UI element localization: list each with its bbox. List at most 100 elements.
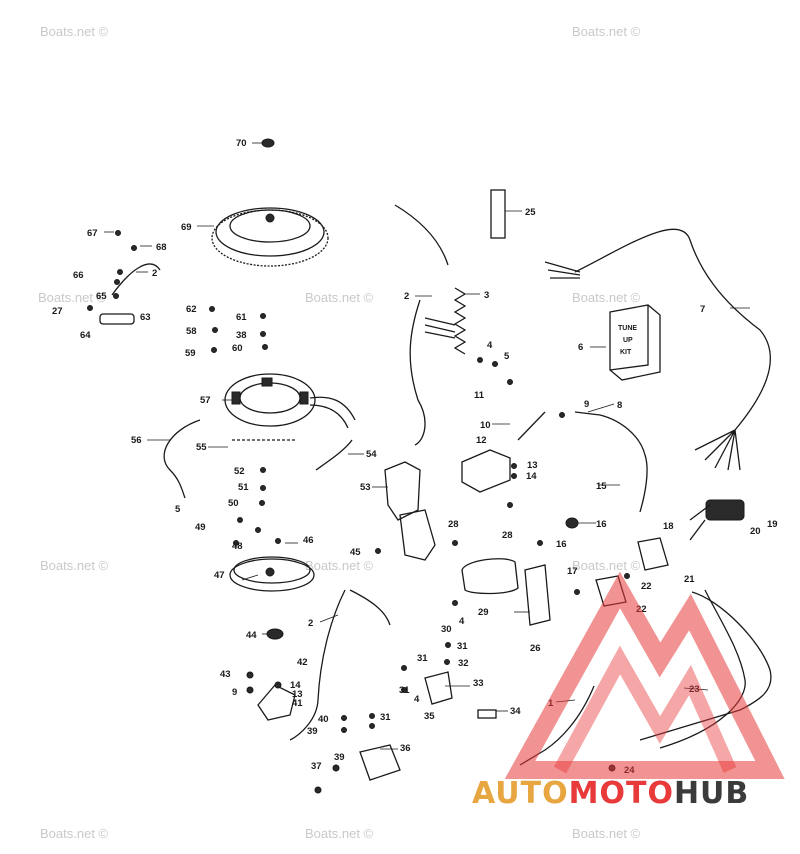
callout-number: 2 — [404, 291, 409, 302]
watermark: Boats.net © — [40, 558, 109, 573]
block-part — [477, 709, 497, 719]
callout-number: 37 — [311, 761, 322, 772]
callout-number: 28 — [502, 530, 513, 541]
callout-number: 17 — [567, 566, 578, 577]
linkage-part — [574, 411, 648, 513]
callout-number: 26 — [530, 643, 541, 654]
callout-number: 51 — [238, 482, 249, 493]
callout-number: 48 — [232, 541, 243, 552]
callout-number: 47 — [214, 570, 225, 581]
harness-part — [289, 589, 391, 741]
callout-number: 4 — [459, 616, 465, 627]
callout-number: 60 — [232, 343, 243, 354]
part-drawings: TUNE UP KIT — [99, 138, 772, 781]
callout-number: 31 — [417, 653, 428, 664]
callout-number: 68 — [156, 242, 167, 253]
callout-number: 6 — [578, 342, 583, 353]
callout-number: 9 — [584, 399, 589, 410]
spring-part — [453, 287, 467, 355]
wiring-harness-part — [574, 228, 771, 431]
callout-number: 2 — [152, 268, 157, 279]
wire-part — [111, 263, 161, 296]
callout-number: 42 — [297, 657, 308, 668]
callout-number: 31 — [399, 685, 410, 696]
tune-up-label: KIT — [620, 349, 632, 356]
battery-cable-part — [639, 591, 772, 741]
callout-number: 2 — [308, 618, 313, 629]
bracket-part — [424, 671, 453, 705]
callout-number: 38 — [236, 330, 247, 341]
watermarks: Boats.net © Boats.net © Boats.net © Boat… — [38, 24, 641, 841]
callout-number: 40 — [318, 714, 329, 725]
callout-number: 64 — [80, 330, 91, 341]
callout-number: 23 — [689, 684, 700, 695]
callout-number: 50 — [228, 498, 239, 509]
trigger-plate-part — [229, 556, 315, 592]
bushing-part — [266, 628, 284, 640]
ignition-switch-part — [689, 499, 745, 541]
callout-number: 34 — [510, 706, 521, 717]
logo-moto: MOTO — [569, 776, 674, 811]
callout-number: 59 — [185, 348, 196, 359]
tune-up-label: TUNE — [618, 325, 637, 332]
callout-number: 12 — [476, 435, 487, 446]
watermark: Boats.net © — [305, 290, 374, 305]
callout-number: 70 — [236, 138, 247, 149]
automotohub-logo: AUTOMOTOHUB — [472, 571, 785, 811]
callout-number: 41 — [292, 698, 303, 709]
callout-number: 57 — [200, 395, 211, 406]
watermark: Boats.net © — [38, 290, 107, 305]
stator-part — [224, 373, 356, 429]
bracket-part — [384, 461, 421, 521]
watermark: Boats.net © — [40, 826, 109, 841]
wire-part — [163, 419, 201, 499]
callout-number: 58 — [186, 326, 197, 337]
callout-number: 29 — [478, 607, 489, 618]
logo-auto: AUTO — [472, 776, 569, 811]
callout-number: 56 — [131, 435, 142, 446]
callout-number: 11 — [474, 390, 485, 401]
callout-number: 67 — [87, 228, 98, 239]
callout-number: 14 — [526, 471, 537, 482]
callout-number: 13 — [292, 689, 303, 700]
callout-number: 4 — [487, 340, 493, 351]
callout-number: 27 — [52, 306, 63, 317]
callout-number: 3 — [484, 290, 489, 301]
grommet-part — [565, 517, 579, 529]
callout-number: 36 — [400, 743, 411, 754]
callout-number: 31 — [457, 641, 468, 652]
watermark: Boats.net © — [305, 826, 374, 841]
solenoid-part — [461, 558, 519, 595]
callout-number: 55 — [196, 442, 207, 453]
watermark: Boats.net © — [40, 24, 109, 39]
callout-number: 7 — [700, 304, 705, 315]
callout-number: 22 — [641, 581, 652, 592]
callout-number: 5 — [504, 351, 510, 362]
callout-number: 63 — [140, 312, 151, 323]
switch-body-part — [399, 509, 436, 561]
callout-number: 31 — [380, 712, 391, 723]
watermark: Boats.net © — [572, 24, 641, 39]
callout-number: 46 — [303, 535, 314, 546]
callout-number: 10 — [480, 420, 491, 431]
callout-number: 53 — [360, 482, 371, 493]
callout-number: 15 — [596, 481, 607, 492]
watermark: Boats.net © — [572, 290, 641, 305]
callout-number: 14 — [290, 680, 301, 691]
callout-number: 44 — [246, 630, 257, 641]
callout-number: 28 — [448, 519, 459, 530]
relay-part — [359, 744, 401, 781]
logo-text: AUTOMOTOHUB — [472, 776, 749, 811]
plate-part — [637, 537, 669, 571]
watermark: Boats.net © — [572, 558, 641, 573]
callout-number: 21 — [684, 574, 695, 585]
callout-number: 13 — [527, 460, 538, 471]
callout-number: 33 — [473, 678, 484, 689]
callout-number: 62 — [186, 304, 197, 315]
callout-number: 8 — [617, 400, 622, 411]
callout-number: 49 — [195, 522, 206, 533]
callout-number: 4 — [414, 694, 420, 705]
callout-number: 61 — [236, 312, 247, 323]
callout-number: 5 — [175, 504, 181, 515]
